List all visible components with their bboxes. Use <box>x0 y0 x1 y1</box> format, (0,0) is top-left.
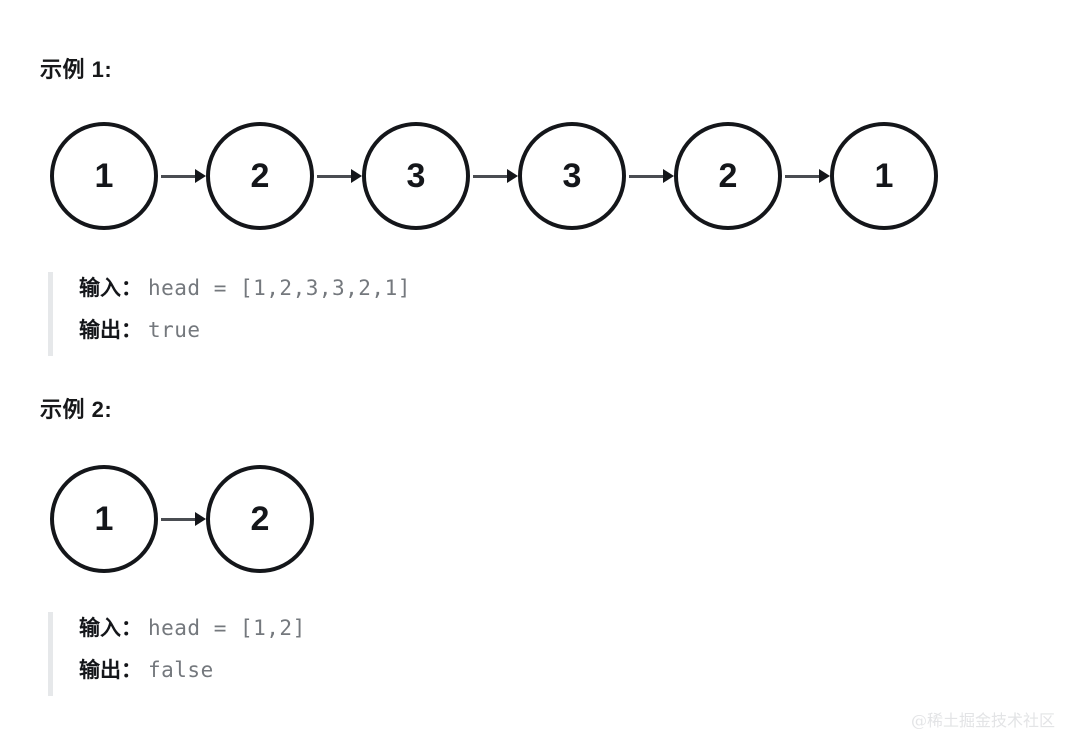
linked-list-node: 1 <box>50 465 158 573</box>
arrow-right-icon <box>782 169 830 183</box>
node-value: 3 <box>406 157 426 195</box>
arrow-head <box>351 169 362 183</box>
arrow-head <box>663 169 674 183</box>
output-line: 输出： true <box>79 314 411 356</box>
example-1-heading: 示例 1: <box>40 57 113 82</box>
watermark: @稀土掘金技术社区 <box>910 711 1055 730</box>
example-1-io-block: 输入： head = [1,2,3,3,2,1] 输出： true <box>48 272 411 356</box>
output-value: false <box>148 658 214 682</box>
node-value: 1 <box>874 157 894 195</box>
linked-list-node: 3 <box>518 122 626 230</box>
arrow-shaft <box>629 174 663 178</box>
node-value: 2 <box>718 157 738 195</box>
arrow-right-icon <box>158 512 206 526</box>
arrow-shaft <box>161 517 195 521</box>
linked-list-node: 2 <box>206 122 314 230</box>
arrow-shaft <box>161 174 195 178</box>
input-label: 输入： <box>79 277 142 300</box>
linked-list-diagram-example-2: 1 2 <box>50 465 314 573</box>
output-line: 输出： false <box>79 654 306 696</box>
linked-list-node: 2 <box>206 465 314 573</box>
arrow-head <box>819 169 830 183</box>
input-value: head = [1,2,3,3,2,1] <box>148 276 411 300</box>
node-value: 2 <box>250 500 270 538</box>
linked-list-node: 3 <box>362 122 470 230</box>
arrow-head <box>195 512 206 526</box>
output-label: 输出： <box>79 319 142 342</box>
node-value: 2 <box>250 157 270 195</box>
node-value: 3 <box>562 157 582 195</box>
input-line: 输入： head = [1,2] <box>79 612 306 654</box>
arrow-shaft <box>785 174 819 178</box>
input-value: head = [1,2] <box>148 616 306 640</box>
arrow-right-icon <box>626 169 674 183</box>
arrow-right-icon <box>314 169 362 183</box>
linked-list-node: 1 <box>830 122 938 230</box>
arrow-right-icon <box>470 169 518 183</box>
node-value: 1 <box>94 157 114 195</box>
arrow-right-icon <box>158 169 206 183</box>
node-value: 1 <box>94 500 114 538</box>
linked-list-node: 1 <box>50 122 158 230</box>
input-line: 输入： head = [1,2,3,3,2,1] <box>79 272 411 314</box>
arrow-head <box>507 169 518 183</box>
arrow-head <box>195 169 206 183</box>
linked-list-node: 2 <box>674 122 782 230</box>
example-2-io-block: 输入： head = [1,2] 输出： false <box>48 612 306 696</box>
output-label: 输出： <box>79 659 142 682</box>
example-2-heading: 示例 2: <box>40 397 113 422</box>
input-label: 输入： <box>79 617 142 640</box>
arrow-shaft <box>317 174 351 178</box>
linked-list-diagram-example-1: 1 2 3 3 2 <box>50 122 938 230</box>
output-value: true <box>148 318 201 342</box>
arrow-shaft <box>473 174 507 178</box>
